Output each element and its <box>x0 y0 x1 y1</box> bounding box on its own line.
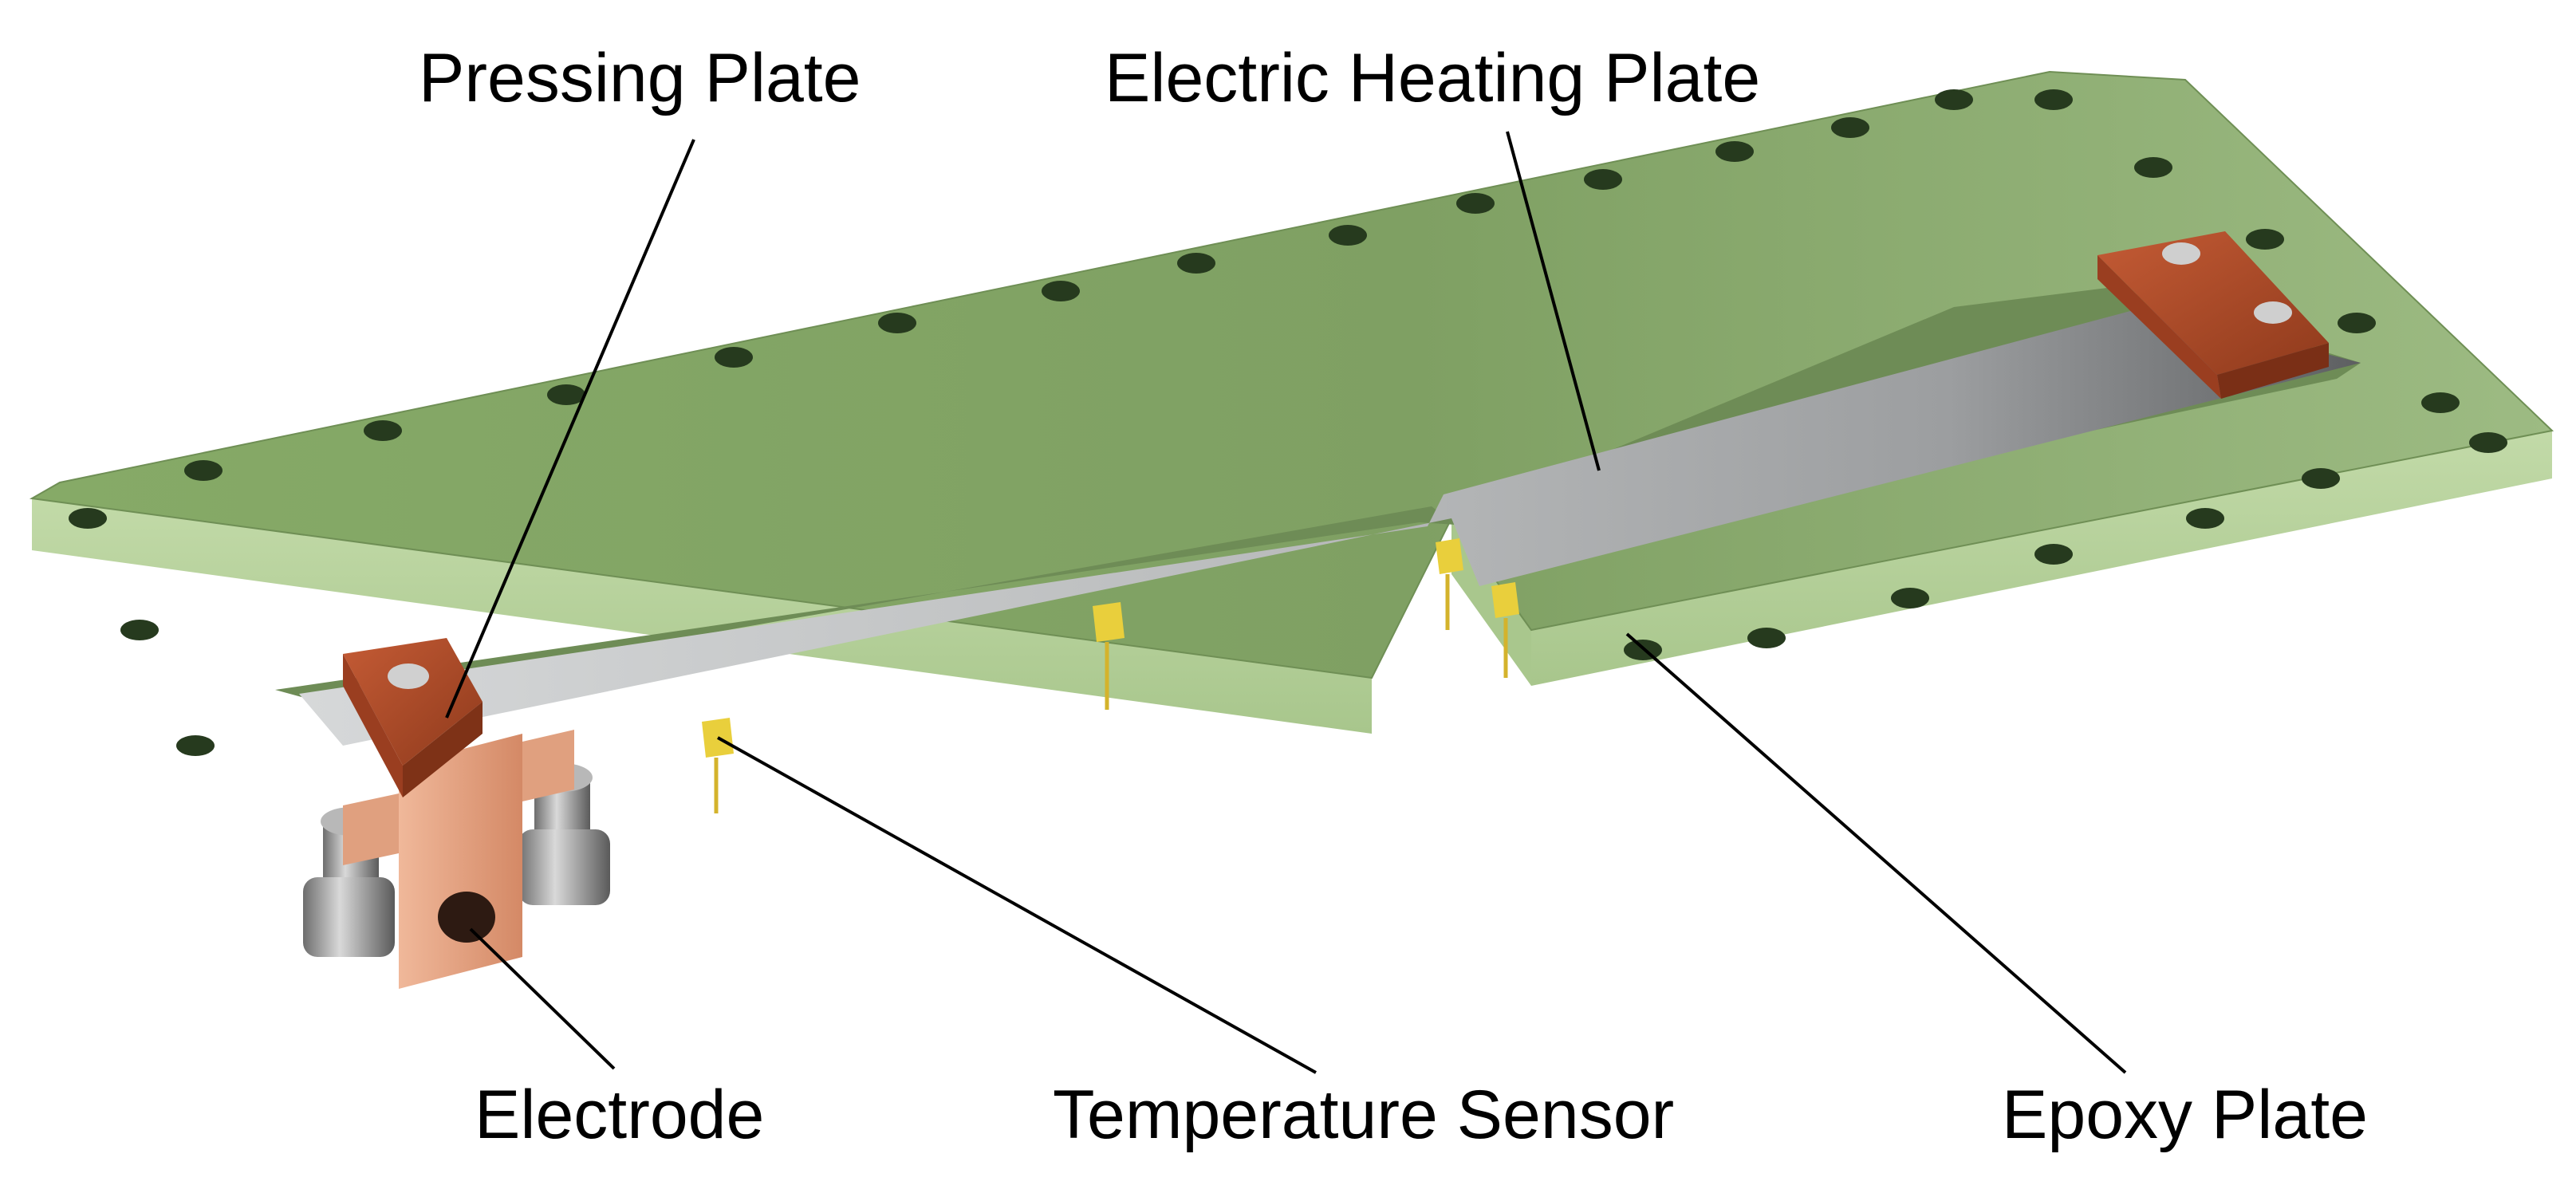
temperature-sensor-2 <box>1093 602 1125 710</box>
mounting-hole-21 <box>2421 392 2460 413</box>
electrode <box>343 730 574 989</box>
bolt-right <box>518 763 610 905</box>
mounting-hole-11 <box>1329 225 1367 246</box>
electrode-thread-hole <box>438 892 495 943</box>
mounting-hole-27 <box>1747 628 1786 648</box>
label-temperature-sensor: Temperature Sensor <box>1053 1077 1675 1153</box>
leader-lines <box>445 131 2127 1074</box>
mounting-hole-12 <box>1456 193 1495 214</box>
mounting-hole-7 <box>715 347 753 368</box>
mounting-hole-25 <box>2034 544 2073 565</box>
mounting-hole-19 <box>2246 229 2284 250</box>
mounting-hole-4 <box>184 460 223 481</box>
bolt-head-icon <box>2162 242 2200 265</box>
electrode-assembly <box>303 638 610 989</box>
mounting-hole-3 <box>176 735 215 756</box>
mounting-hole-1 <box>69 508 107 529</box>
epoxy-plate-side-left <box>32 498 1372 734</box>
temperature-sensor-1 <box>702 718 734 813</box>
mounting-hole-15 <box>1831 117 1869 138</box>
mounting-hole-20 <box>2338 313 2376 333</box>
leader-epoxy-plate <box>1625 632 2127 1074</box>
leader-pressing-plate <box>445 139 695 719</box>
mounting-hole-23 <box>2302 468 2340 489</box>
heating-plate-surface <box>299 307 2361 746</box>
mounting-hole-6 <box>547 384 585 405</box>
electric-heating-plate <box>275 287 2361 746</box>
mounting-hole-24 <box>2186 508 2224 529</box>
bolt-head-icon <box>388 663 429 689</box>
mounting-hole-5 <box>364 420 402 441</box>
mounting-hole-13 <box>1584 169 1622 190</box>
mounting-hole-10 <box>1177 253 1215 274</box>
label-electric-heating-plate: Electric Heating Plate <box>1105 40 1761 116</box>
mounting-hole-26 <box>1891 588 1929 608</box>
label-epoxy-plate: Epoxy Plate <box>2002 1077 2368 1153</box>
mounting-hole-18 <box>2134 157 2172 178</box>
mounting-hole-9 <box>1042 281 1080 301</box>
pressing-plate-near <box>343 638 483 797</box>
label-pressing-plate: Pressing Plate <box>419 40 861 116</box>
leader-electric-heating-plate <box>1506 131 1601 471</box>
label-electrode: Electrode <box>475 1077 765 1153</box>
mounting-hole-22 <box>2469 432 2507 453</box>
pressing-plate-far <box>2097 231 2329 399</box>
leader-temperature-sensor <box>717 736 1317 1074</box>
temperature-sensor-4 <box>1491 582 1519 678</box>
mounting-hole-16 <box>1935 89 1973 110</box>
leader-electrode <box>469 927 616 1070</box>
epoxy-plate-top <box>29 70 2554 679</box>
mounting-hole-17 <box>2034 89 2073 110</box>
mounting-hole-2 <box>120 620 159 640</box>
mounting-hole-14 <box>1715 141 1754 162</box>
mounting-hole-8 <box>878 313 916 333</box>
temperature-sensor-3 <box>1436 538 1463 630</box>
bolt-head-icon <box>2254 301 2292 324</box>
